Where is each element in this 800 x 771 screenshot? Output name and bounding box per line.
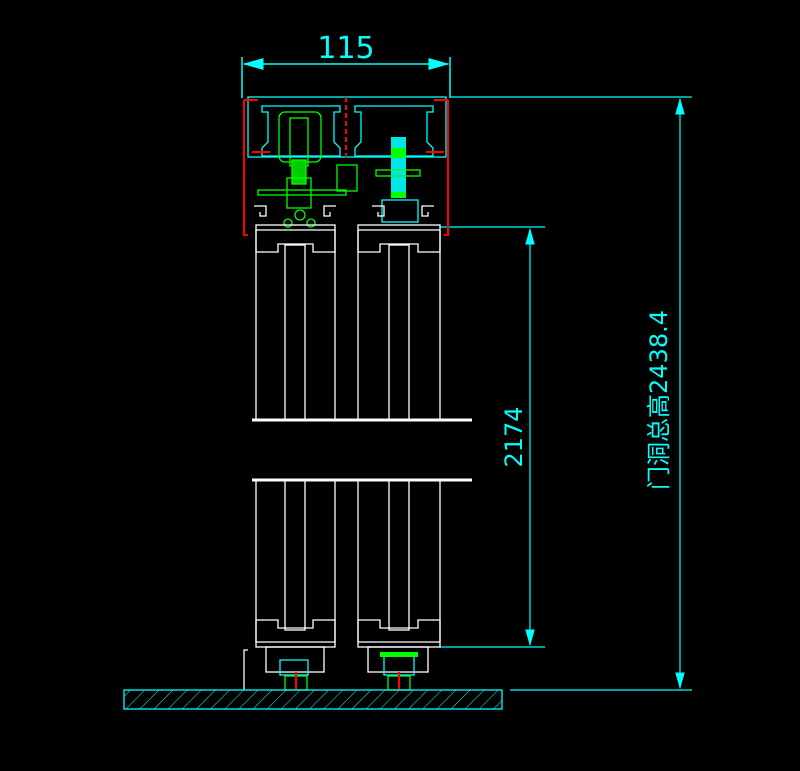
panel-height-label: 2174 — [500, 406, 528, 467]
break-lines — [252, 418, 472, 482]
floor-slab — [123, 689, 503, 710]
total-height-label: 门洞总高2438.4 — [645, 310, 673, 490]
total-height-dimension — [450, 96, 692, 691]
panel-height-dimension — [440, 226, 545, 648]
door-panel-right — [357, 205, 441, 673]
width-dimension — [241, 57, 451, 98]
right-hanger-roller — [375, 137, 421, 223]
top-track-profile — [243, 96, 449, 236]
bottom-guides — [243, 649, 418, 691]
door-panel-left — [254, 205, 336, 673]
width-dimension-label: 115 — [317, 31, 374, 66]
left-hanger-roller — [257, 111, 358, 228]
